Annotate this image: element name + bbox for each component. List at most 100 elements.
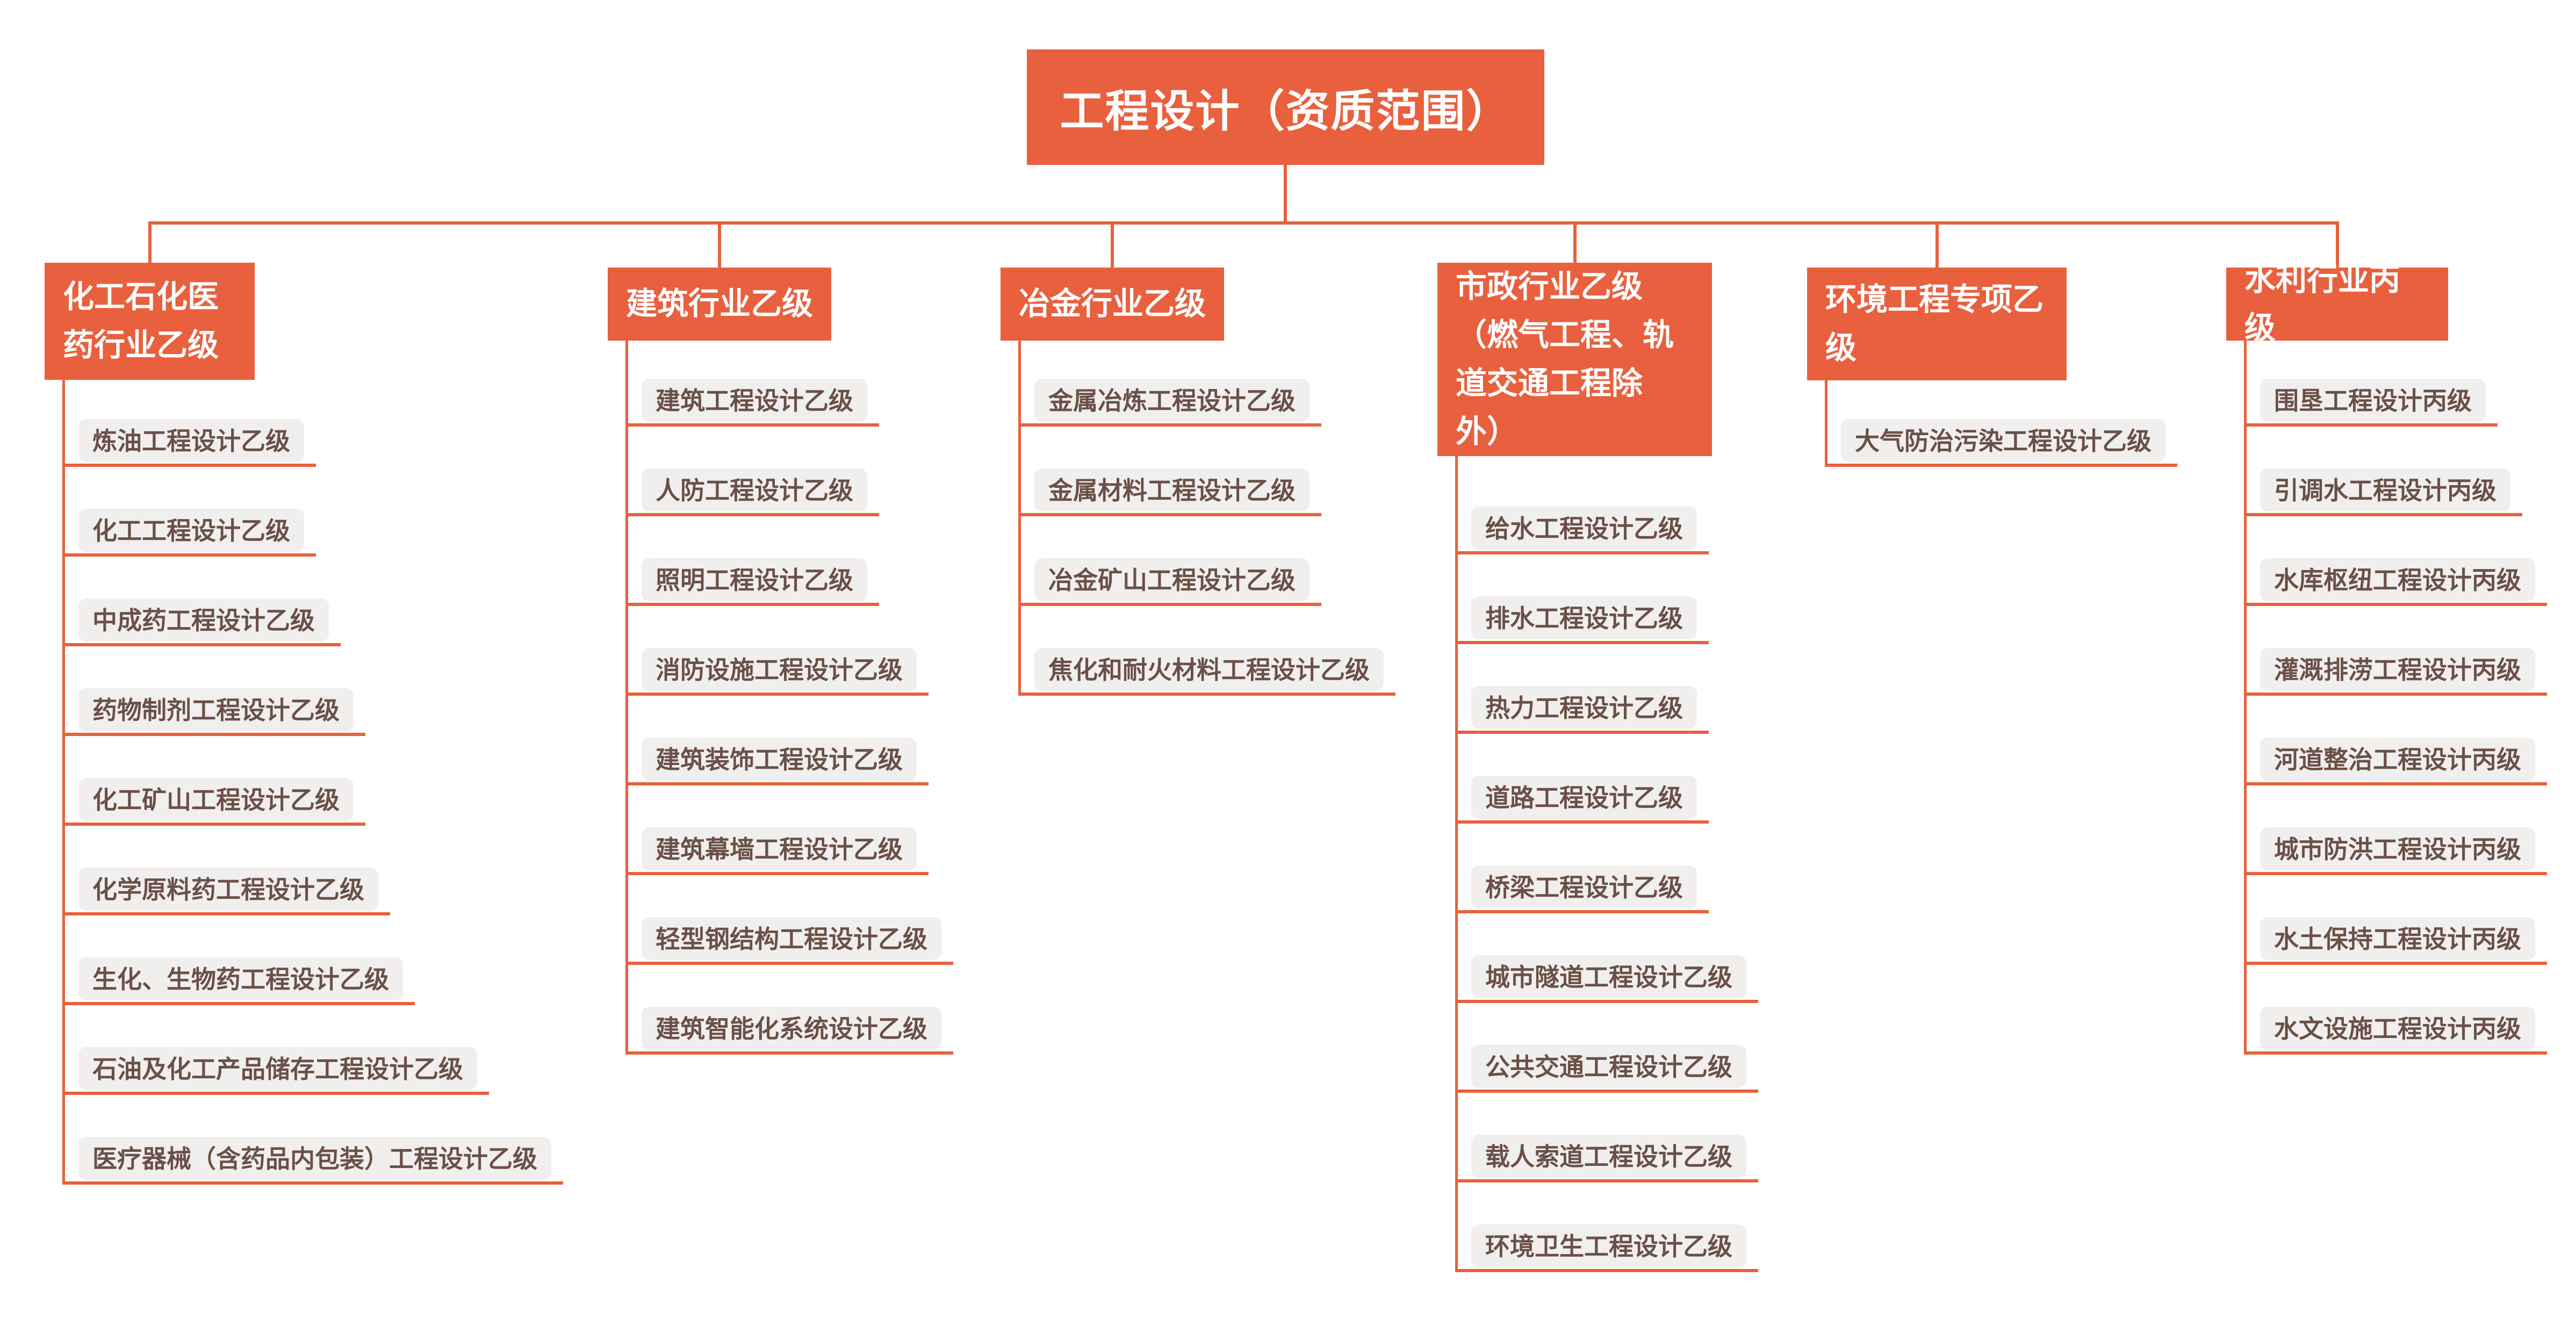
child-node-label: 建筑智能化系统设计乙级: [642, 1007, 941, 1050]
child-node-underline: [2244, 962, 2547, 965]
child-node-label: 灌溉排涝工程设计丙级: [2260, 648, 2535, 691]
child-node-underline: [1455, 1269, 1758, 1272]
child-node: 城市防洪工程设计丙级: [2244, 827, 2547, 875]
child-node-underline: [625, 423, 879, 427]
branch-stub-line: [148, 221, 152, 263]
child-node: 引调水工程设计丙级: [2244, 468, 2522, 516]
child-node-label: 建筑工程设计乙级: [642, 379, 867, 422]
child-node: 热力工程设计乙级: [1455, 686, 1709, 734]
child-node: 化工矿山工程设计乙级: [62, 778, 365, 826]
child-node-label: 大气防治污染工程设计乙级: [1841, 419, 2165, 462]
child-node-underline: [625, 1051, 953, 1055]
child-node-underline: [1018, 693, 1395, 696]
child-node-underline: [62, 823, 365, 826]
child-node-underline: [1455, 1090, 1758, 1093]
child-node-underline: [1455, 1000, 1758, 1003]
child-node-label: 水文设施工程设计丙级: [2260, 1007, 2535, 1050]
child-node-underline: [1018, 423, 1321, 427]
child-node-label: 建筑幕墙工程设计乙级: [642, 827, 917, 870]
child-node-label: 医疗器械（含药品内包装）工程设计乙级: [78, 1137, 551, 1180]
child-node: 炼油工程设计乙级: [62, 419, 316, 467]
child-node: 消防设施工程设计乙级: [625, 648, 929, 696]
child-node: 冶金矿山工程设计乙级: [1018, 558, 1321, 606]
child-node-underline: [62, 1181, 563, 1185]
child-node-label: 焦化和耐火材料工程设计乙级: [1034, 648, 1384, 691]
child-node-label: 围垦工程设计丙级: [2260, 379, 2486, 422]
child-node-label: 水库枢纽工程设计丙级: [2260, 558, 2535, 601]
branch-spine-line: [1018, 338, 1021, 696]
child-node-label: 水土保持工程设计丙级: [2260, 917, 2535, 960]
child-node: 焦化和耐火材料工程设计乙级: [1018, 648, 1395, 696]
child-node-label: 照明工程设计乙级: [642, 558, 867, 601]
child-node-label: 公共交通工程设计乙级: [1471, 1045, 1746, 1088]
child-node-label: 中成药工程设计乙级: [78, 598, 329, 641]
branch-header: 化工石化医 药行业乙级: [45, 263, 255, 380]
child-node-label: 化学原料药工程设计乙级: [78, 868, 378, 911]
child-node: 围垦工程设计丙级: [2244, 379, 2498, 427]
branch-stub-line: [2336, 221, 2339, 268]
child-node-label: 河道整治工程设计丙级: [2260, 738, 2535, 781]
child-node: 道路工程设计乙级: [1455, 776, 1709, 824]
root-node: 工程设计（资质范围）: [1027, 49, 1544, 165]
child-node: 水土保持工程设计丙级: [2244, 917, 2547, 965]
child-node-label: 城市隧道工程设计乙级: [1471, 955, 1746, 998]
child-node-underline: [625, 693, 929, 696]
child-node-underline: [2244, 1051, 2547, 1055]
child-node-label: 载人索道工程设计乙级: [1471, 1135, 1746, 1178]
branch-header: 冶金行业乙级: [1001, 268, 1224, 341]
child-node-label: 轻型钢结构工程设计乙级: [642, 917, 941, 960]
branch-stub-line: [1573, 221, 1577, 263]
child-node: 石油及化工产品储存工程设计乙级: [62, 1047, 489, 1095]
child-node: 排水工程设计乙级: [1455, 596, 1709, 644]
child-node: 医疗器械（含药品内包装）工程设计乙级: [62, 1137, 563, 1185]
child-node: 桥梁工程设计乙级: [1455, 865, 1709, 913]
child-node-underline: [625, 872, 929, 875]
child-node-label: 药物制剂工程设计乙级: [78, 688, 354, 731]
child-node-label: 金属冶炼工程设计乙级: [1034, 379, 1309, 422]
trunk-line: [148, 221, 2339, 225]
child-node-underline: [2244, 423, 2498, 427]
child-node-label: 环境卫生工程设计乙级: [1471, 1224, 1746, 1267]
child-node-underline: [625, 513, 879, 516]
child-node-underline: [62, 1002, 415, 1005]
child-node: 化工工程设计乙级: [62, 509, 316, 557]
child-node-label: 引调水工程设计丙级: [2260, 468, 2510, 511]
child-node: 照明工程设计乙级: [625, 558, 879, 606]
child-node-label: 炼油工程设计乙级: [78, 419, 304, 462]
child-node-underline: [62, 1092, 489, 1095]
child-node: 河道整治工程设计丙级: [2244, 738, 2547, 785]
branch-spine-line: [625, 338, 628, 1055]
child-node: 公共交通工程设计乙级: [1455, 1045, 1758, 1093]
branch-stub-line: [1935, 221, 1939, 268]
child-node-underline: [1018, 603, 1321, 606]
child-node-label: 城市防洪工程设计丙级: [2260, 827, 2535, 870]
child-node-label: 金属材料工程设计乙级: [1034, 468, 1309, 511]
child-node: 化学原料药工程设计乙级: [62, 868, 390, 915]
child-node: 建筑工程设计乙级: [625, 379, 879, 427]
child-node-underline: [625, 962, 953, 965]
branch-spine-line: [2244, 338, 2247, 1055]
child-node-label: 建筑装饰工程设计乙级: [642, 738, 917, 781]
branch-header: 水利行业丙级: [2226, 262, 2448, 345]
branch-header: 市政行业乙级 （燃气工程、轨 道交通工程除 外）: [1437, 263, 1712, 456]
child-node-label: 石油及化工产品储存工程设计乙级: [78, 1047, 477, 1090]
child-node-label: 道路工程设计乙级: [1471, 776, 1697, 819]
child-node: 建筑智能化系统设计乙级: [625, 1007, 953, 1055]
child-node: 轻型钢结构工程设计乙级: [625, 917, 953, 965]
branch-header: 环境工程专项乙 级: [1807, 268, 2067, 380]
child-node: 金属冶炼工程设计乙级: [1018, 379, 1321, 427]
child-node-label: 给水工程设计乙级: [1471, 507, 1697, 550]
child-node-label: 排水工程设计乙级: [1471, 596, 1697, 639]
child-node-label: 冶金矿山工程设计乙级: [1034, 558, 1309, 601]
child-node: 城市隧道工程设计乙级: [1455, 955, 1758, 1003]
child-node: 中成药工程设计乙级: [62, 598, 341, 646]
child-node: 水库枢纽工程设计丙级: [2244, 558, 2547, 606]
child-node: 灌溉排涝工程设计丙级: [2244, 648, 2547, 696]
child-node-underline: [62, 643, 341, 646]
child-node-label: 消防设施工程设计乙级: [642, 648, 917, 691]
child-node-underline: [1455, 1179, 1758, 1182]
child-node-underline: [2244, 693, 2547, 696]
child-node-underline: [1455, 910, 1709, 913]
child-node-underline: [2244, 603, 2547, 606]
